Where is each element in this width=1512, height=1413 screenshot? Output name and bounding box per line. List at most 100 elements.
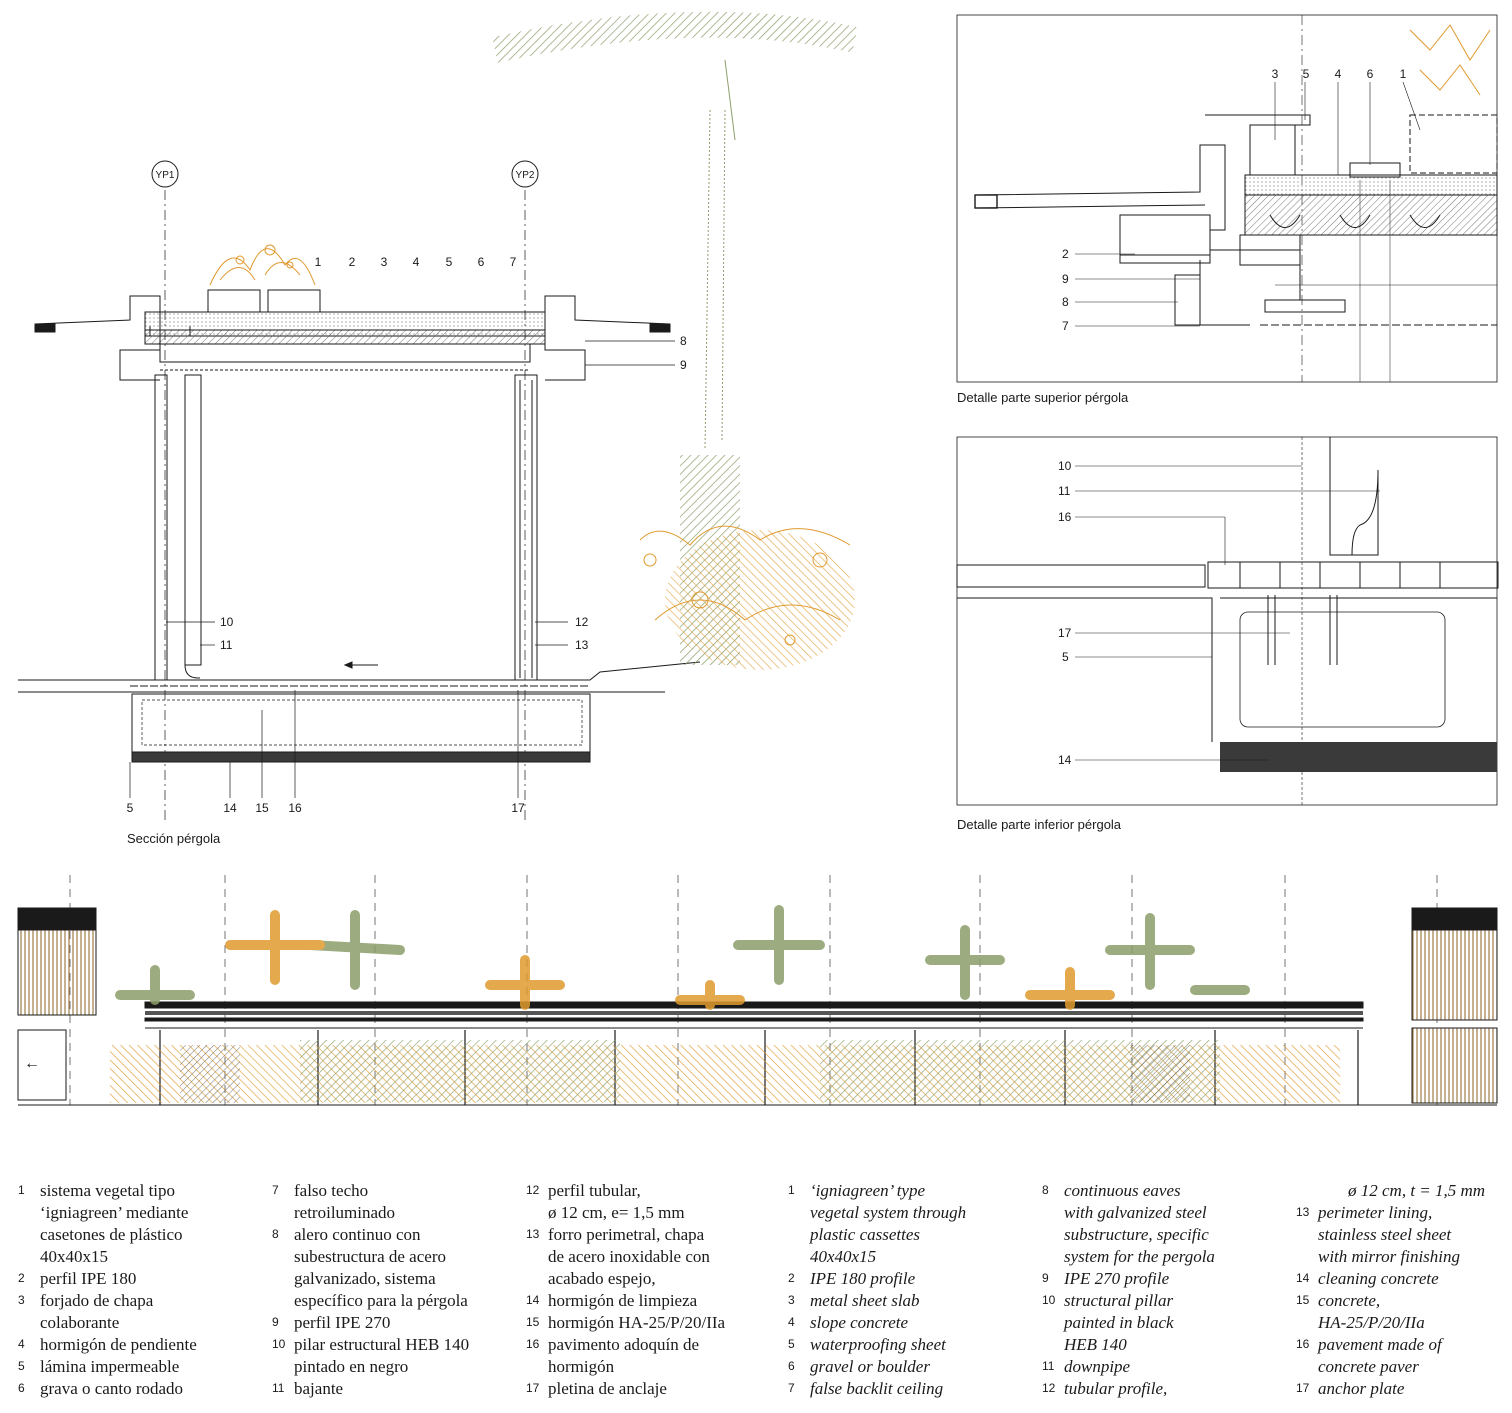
legend-line: anchor plate — [1318, 1379, 1405, 1398]
legend-line: subestructura de acero — [294, 1247, 446, 1266]
legend-line: alero continuo con — [294, 1225, 421, 1244]
legend-line: colaborante — [40, 1313, 120, 1332]
callout: 9 — [680, 358, 687, 372]
callout: 2 — [349, 255, 356, 269]
legend-line: de acero inoxidable con — [548, 1247, 710, 1266]
legend-line: vegetal system through — [810, 1203, 967, 1222]
left-arrow-icon: ← — [24, 1055, 40, 1072]
section-pergola — [18, 160, 701, 820]
section-labels: YP1 YP2 1 2 3 4 5 6 7 8 9 10 11 12 13 5 … — [127, 170, 687, 846]
grid-bubble-yp2 — [511, 160, 539, 188]
legend-number: 3 — [18, 1293, 25, 1307]
callout: 12 — [575, 615, 589, 629]
legend-text: slope concrete — [810, 1312, 908, 1334]
legend-text: hormigón de limpieza — [548, 1290, 697, 1312]
callout: 17 — [1058, 626, 1072, 640]
legend-line: ‘igniagreen’ type — [810, 1181, 926, 1200]
legend-text: ø 12 cm, t = 1,5 mm — [1318, 1180, 1485, 1202]
legend-number: 2 — [788, 1271, 795, 1285]
callout: 9 — [1062, 272, 1069, 286]
callout: 14 — [1058, 753, 1072, 767]
legend-line: pilar estructural HEB 140 — [294, 1335, 470, 1354]
legend-number: 8 — [1042, 1183, 1049, 1197]
callout: 11 — [1058, 484, 1071, 498]
legend-text: alero continuo con subestructura de acero… — [294, 1224, 468, 1312]
legend-text: false backlit ceiling — [810, 1378, 943, 1400]
legend-text: concrete,HA-25/P/20/IIa — [1318, 1290, 1425, 1334]
callout: 15 — [255, 801, 269, 815]
legend-number: 3 — [788, 1293, 795, 1307]
legend-number: 5 — [18, 1359, 25, 1373]
grid-label-yp2: YP2 — [516, 170, 535, 181]
legend-line: false backlit ceiling — [810, 1379, 944, 1398]
legend-line: pavement made of — [1318, 1335, 1442, 1354]
legend-number: 2 — [18, 1271, 25, 1285]
legend-line: with mirror finishing — [1318, 1247, 1461, 1266]
legend-number: 12 — [526, 1183, 540, 1197]
legend-line: hormigón — [548, 1357, 615, 1376]
legend-line: hormigón de pendiente — [40, 1335, 197, 1354]
legend-line: galvanizado, sistema — [294, 1269, 436, 1288]
callout: 5 — [127, 801, 134, 815]
legend-line: bajante — [294, 1379, 344, 1398]
detail-bottom — [956, 436, 1499, 806]
legend-line: slope concrete — [810, 1313, 909, 1332]
legend-number: 4 — [788, 1315, 795, 1329]
legend-number: 17 — [526, 1381, 540, 1395]
legend-item: 11 downpipe — [1042, 1356, 1215, 1378]
legend-line: downpipe — [1064, 1357, 1131, 1376]
legend-line: retroiluminado — [294, 1203, 396, 1222]
legend-item: ø 12 cm, t = 1,5 mm — [1296, 1180, 1485, 1202]
legend-text: downpipe — [1064, 1356, 1130, 1378]
legend-text: pilar estructural HEB 140 pintado en negr… — [294, 1334, 469, 1378]
legend-number: 11 — [1042, 1359, 1055, 1373]
callout: 4 — [413, 255, 420, 269]
legend-line: gravel or boulder — [810, 1357, 930, 1376]
legend-line: perfil IPE 270 — [294, 1313, 391, 1332]
detail-bottom-labels: 10 11 16 17 5 14 Detalle parte inferior … — [957, 459, 1122, 832]
legend-line: pintado en negro — [294, 1357, 409, 1376]
legend-number: 13 — [526, 1227, 540, 1241]
legend-text: perfil IPE 180 — [40, 1268, 136, 1290]
legend-line: concrete, — [1318, 1291, 1381, 1310]
legend-text: cleaning concrete — [1318, 1268, 1439, 1290]
detail-top-caption: Detalle parte superior pérgola — [957, 390, 1129, 405]
callout: 16 — [288, 801, 302, 815]
legend-line: painted in black — [1064, 1313, 1174, 1332]
legend-number: 12 — [1042, 1381, 1056, 1395]
legend-line: ‘igniagreen’ mediante — [40, 1203, 189, 1222]
elevation — [17, 875, 1498, 1106]
legend-number: 4 — [18, 1337, 25, 1351]
legend-number: 16 — [526, 1337, 540, 1351]
legend-text: IPE 180 profile — [810, 1268, 915, 1290]
legend-line: structural pillar — [1064, 1291, 1174, 1310]
legend-text: perfil IPE 270 — [294, 1312, 390, 1334]
callout: 7 — [510, 255, 517, 269]
legend-line: específico para la pérgola — [294, 1291, 468, 1310]
callout: 5 — [1303, 67, 1310, 81]
legend-line: IPE 180 profile — [810, 1269, 916, 1288]
legend-line: system for the pergola — [1064, 1247, 1215, 1266]
legend-text: IPE 270 profile — [1064, 1268, 1169, 1290]
callout: 13 — [575, 638, 589, 652]
